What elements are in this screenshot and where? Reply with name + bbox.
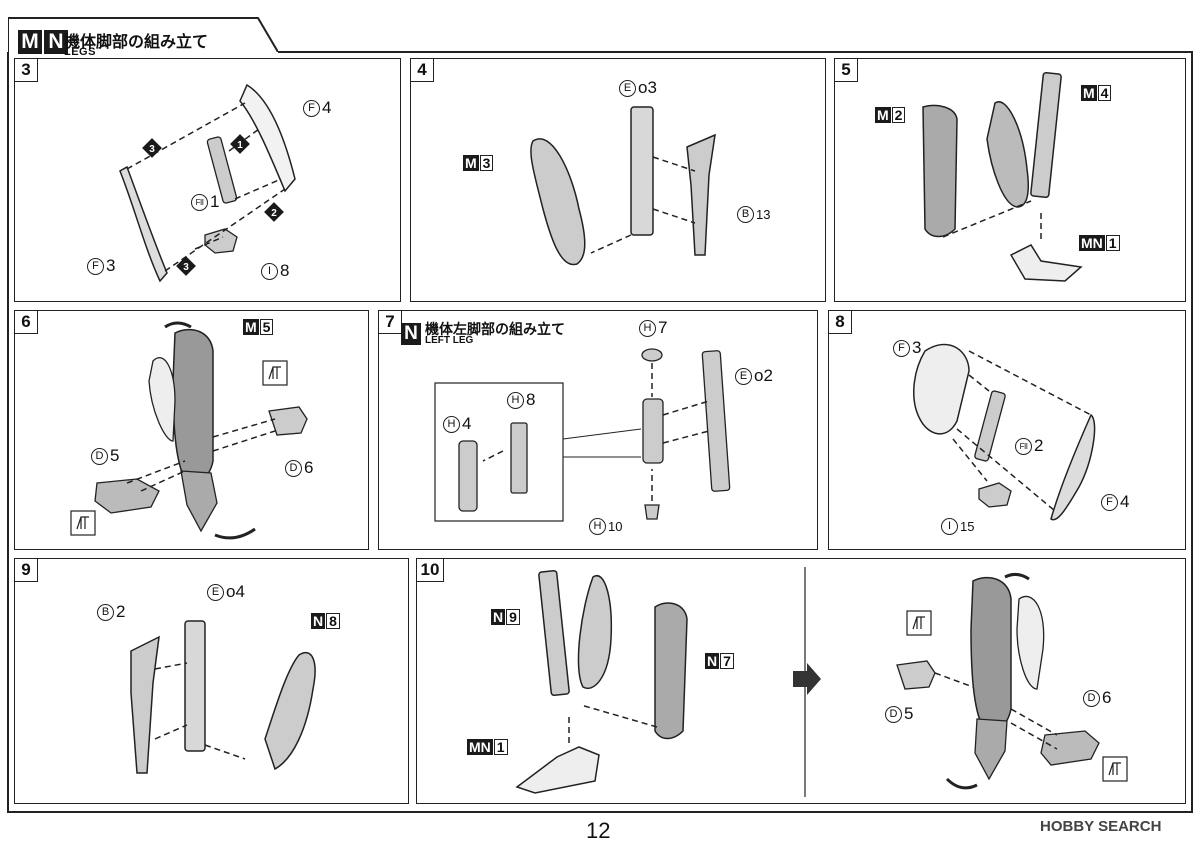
step-4-illustration — [530, 106, 716, 266]
header-tab-outline — [8, 17, 278, 52]
order-2-glyph: 2 — [271, 208, 277, 219]
step-number: 6 — [15, 311, 38, 334]
section-title: 機体脚部の組み立て — [64, 32, 209, 51]
step-7-illustration — [434, 348, 731, 522]
order-1-glyph: 1 — [237, 140, 243, 151]
step-number: 8 — [829, 311, 852, 334]
step-number: 9 — [15, 559, 38, 582]
page-number: 12 — [586, 818, 611, 843]
order-3b-glyph: 3 — [183, 262, 189, 273]
step-number: 7 — [379, 311, 402, 334]
section-m-badge: M — [18, 30, 42, 54]
step-number: 4 — [411, 59, 434, 82]
step-number: 3 — [15, 59, 38, 82]
step-3-illustration: 3 1 2 3 — [119, 83, 296, 283]
section-n-badge: N — [44, 30, 68, 54]
section-subtitle: LEGS — [64, 46, 96, 58]
step-7-title: 機体左脚部の組み立て — [425, 322, 565, 338]
step-number: 5 — [835, 59, 858, 82]
inset-box — [434, 382, 564, 522]
left-leg-badge: N — [401, 323, 421, 345]
step-7-subtitle: LEFT LEG — [425, 335, 474, 346]
step-number: 10 — [417, 559, 444, 582]
step-9-illustration — [130, 620, 316, 774]
section-header: M N 機体脚部の組み立て LEGS — [8, 8, 278, 58]
step-6-illustration — [70, 321, 308, 540]
watermark: HOBBY SEARCH — [1040, 818, 1162, 835]
step-10-illustration — [515, 567, 1128, 797]
step-8-illustration — [913, 343, 1096, 521]
order-3-glyph: 3 — [149, 144, 155, 155]
step-5-illustration — [922, 71, 1083, 282]
